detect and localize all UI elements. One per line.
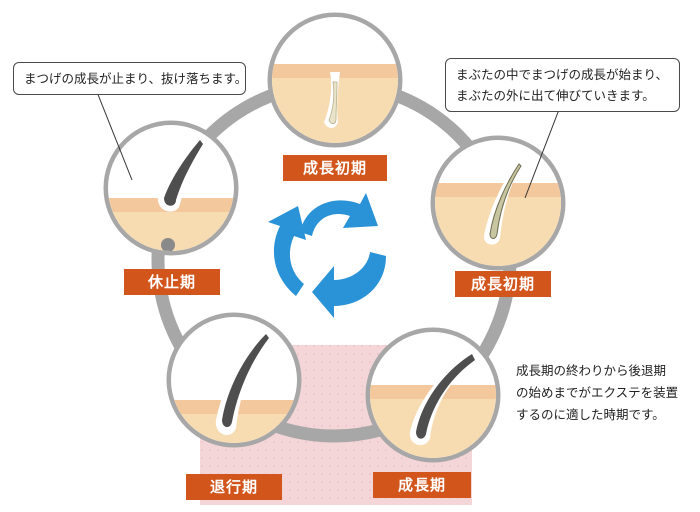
label-regression: 退行期	[186, 474, 282, 500]
note-line-2: の始めまでがエクステを装置	[516, 385, 679, 400]
callout-pointer-growth-early	[524, 106, 561, 199]
label-growth: 成長期	[373, 472, 471, 498]
extension-timing-note: 成長期の終わりから後退期 の始めまでがエクステを装置 するのに適した時期です。	[516, 360, 678, 426]
new-follicle	[161, 238, 175, 251]
stage-circle-growth-early-top	[267, 12, 403, 148]
eyelash	[222, 334, 269, 428]
callout-growth-early-line2: まぶたの外に出て伸びていきます。	[456, 88, 655, 103]
label-growth-early-top: 成長初期	[283, 155, 387, 181]
callout-growth-early-line1: まぶたの中でまつげの成長が始まり、	[456, 67, 669, 82]
callout-pointer-resting	[94, 86, 133, 181]
label-resting: 休止期	[124, 269, 220, 295]
note-line-1: 成長期の終わりから後退期	[516, 363, 667, 378]
label-growth-early-right: 成長初期	[455, 271, 551, 297]
note-line-3: するのに適した時期です。	[516, 407, 665, 422]
circular-arrows-icon	[268, 193, 386, 318]
eyelash	[489, 163, 522, 239]
stage-circle-resting	[103, 120, 239, 256]
eyelash	[328, 81, 338, 125]
callout-growth-early: まぶたの中でまつげの成長が始まり、 まぶたの外に出て伸びていきます。	[445, 58, 680, 112]
stage-circle-growth-early-right	[430, 135, 566, 271]
eyelash	[164, 140, 203, 206]
callout-resting: まつげの成長が止まり、抜け落ちます。	[13, 62, 248, 95]
stage-circle-growth	[365, 327, 501, 463]
callout-resting-text: まつげの成長が止まり、抜け落ちます。	[24, 71, 248, 86]
eyelash	[416, 354, 475, 439]
